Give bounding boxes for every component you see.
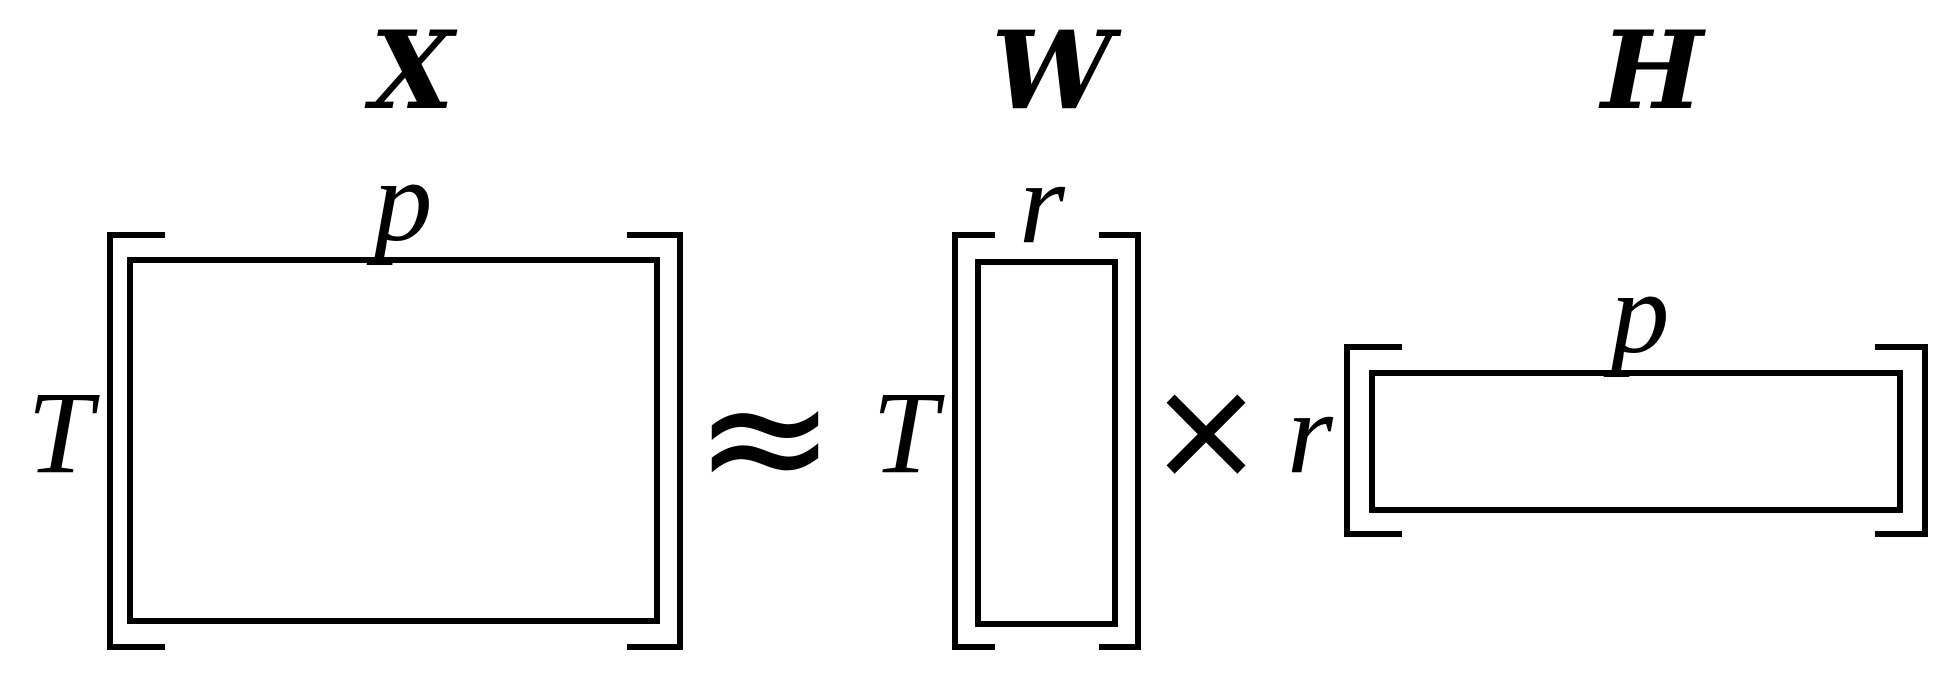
- matrix-h-box: [1369, 370, 1903, 513]
- matrix-x-group: X p T: [27, 8, 683, 650]
- matrix-x-rows-label: T: [27, 367, 100, 498]
- matrix-h-group: H p r: [1287, 8, 1928, 537]
- matrix-w-right-bracket: [1099, 232, 1141, 650]
- matrix-w-box: [975, 259, 1118, 627]
- matrix-h-cols-label: p: [1604, 247, 1670, 378]
- matrix-h-rows-label: r: [1287, 367, 1334, 498]
- matrix-h-left-bracket: [1344, 344, 1402, 537]
- matrix-w-cols-label: r: [1019, 137, 1066, 268]
- matrix-x-left-bracket: [107, 232, 165, 650]
- matrix-x-cols-label: p: [367, 135, 433, 266]
- matrix-w-name: W: [991, 8, 1122, 134]
- matrix-h-right-bracket: [1875, 344, 1928, 537]
- matrix-h-name: H: [1598, 8, 1706, 134]
- matrix-w-left-bracket: [952, 232, 995, 650]
- matrix-x-right-bracket: [627, 232, 683, 650]
- matrix-x-name: X: [364, 8, 458, 134]
- matrix-w-group: W T r: [872, 8, 1141, 650]
- times-operator: ×: [1147, 349, 1264, 512]
- matrix-x-box: [127, 257, 660, 624]
- approx-operator: ≈: [694, 338, 836, 536]
- matrix-w-rows-label: T: [872, 367, 945, 498]
